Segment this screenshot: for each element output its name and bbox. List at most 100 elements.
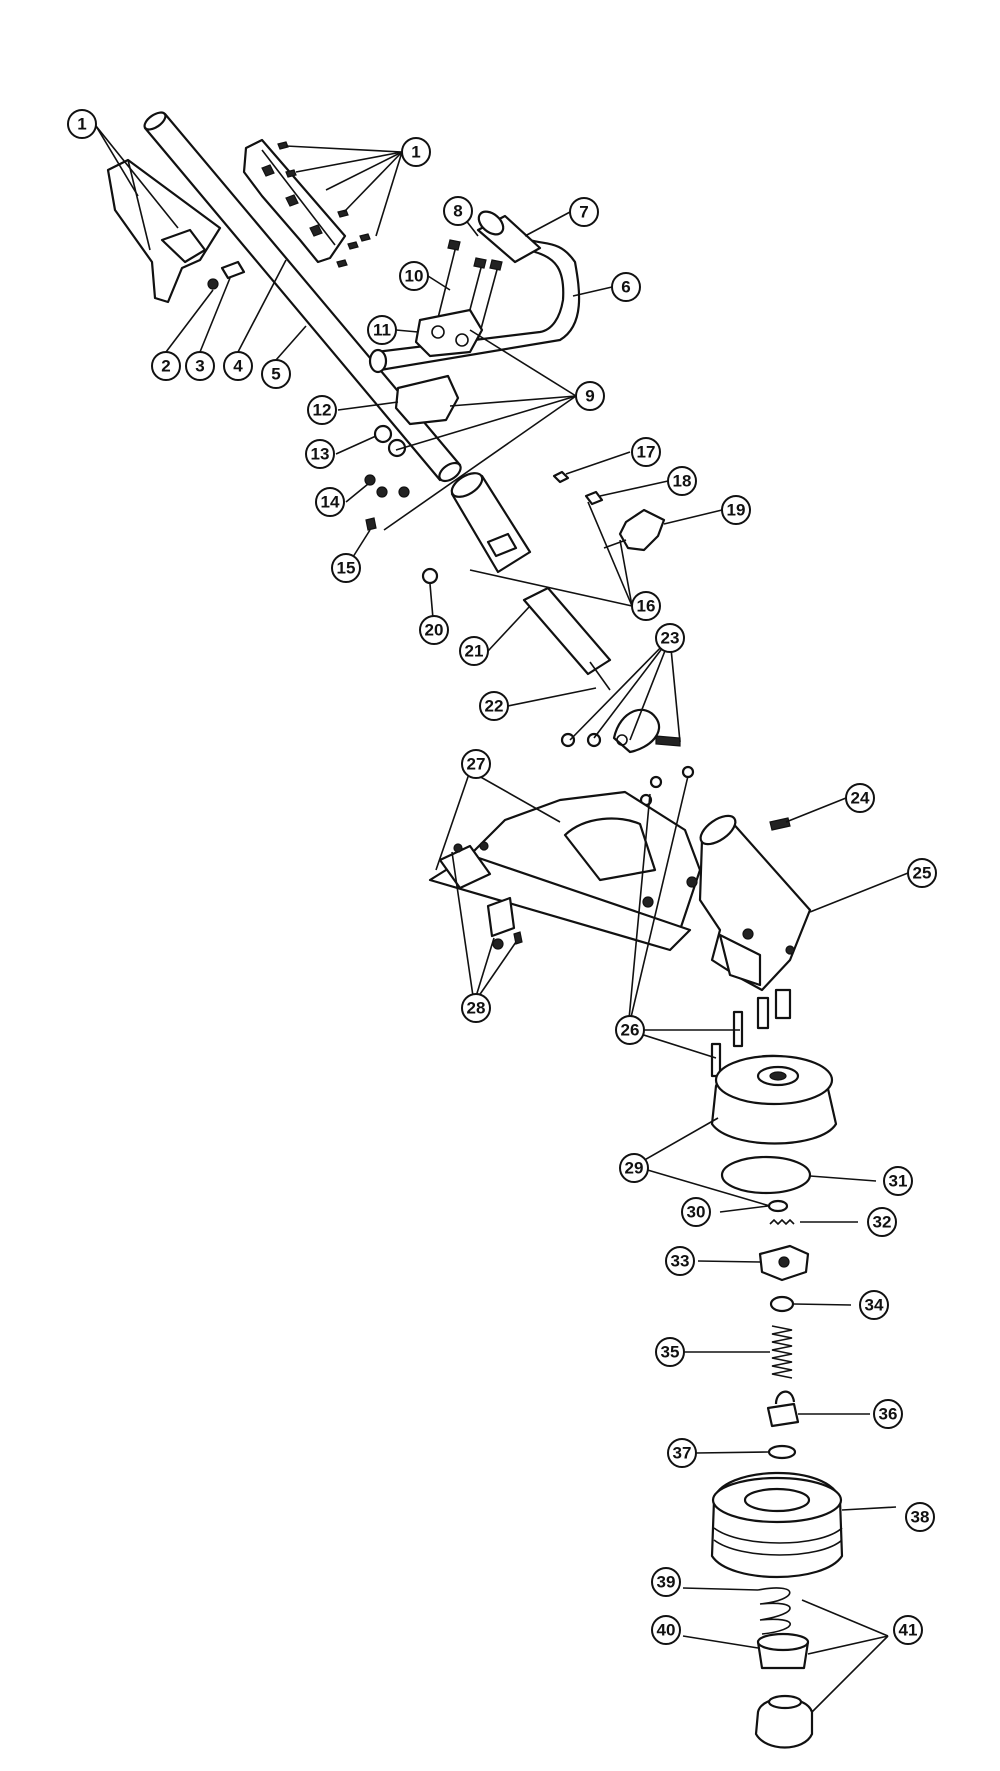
callout-23: 23 [655,623,685,653]
callout-label: 4 [233,357,243,376]
bracket-hardware [560,708,681,754]
nut-17 [552,470,570,484]
ring-37 [767,1444,797,1460]
callout-label: 7 [579,203,588,222]
callout-label: 35 [661,1343,680,1362]
callout-3: 3 [185,351,215,381]
callout-label: 11 [373,321,391,340]
callout-label: 14 [321,493,340,512]
callout-label: 26 [621,1021,640,1040]
callout-16: 16 [631,591,661,621]
callout-label: 25 [913,864,932,883]
callout-1-right: 1 [401,137,431,167]
insert-18 [584,490,604,506]
callout-10: 10 [399,261,429,291]
loop-handle [368,210,581,374]
nut-20 [421,567,439,585]
callout-4: 4 [223,351,253,381]
callout-1-left: 1 [67,109,97,139]
callout-38: 38 [905,1502,935,1532]
callout-label: 9 [585,387,594,406]
callout-35: 35 [655,1337,685,1367]
nut-14a [364,474,376,486]
callout-label: 3 [195,357,204,376]
spool-housing [710,1054,838,1145]
callout-30: 30 [681,1197,711,1227]
callout-label: 24 [851,789,870,808]
callout-33: 33 [665,1246,695,1276]
callout-label: 34 [865,1296,884,1315]
callout-label: 33 [671,1252,690,1271]
callout-label: 20 [425,621,444,640]
callout-label: 31 [889,1172,908,1191]
gear-head [698,814,812,992]
callout-5: 5 [261,359,291,389]
trigger-clip [220,260,246,280]
callout-label: 40 [657,1621,676,1640]
callout-label: 18 [673,472,692,491]
callout-label: 22 [485,697,504,716]
callout-25: 25 [907,858,937,888]
callout-label: 21 [465,642,484,661]
callout-22: 22 [479,691,509,721]
throttle-handle-left [106,158,222,304]
nut-14b [376,486,388,498]
screw-24 [769,817,791,831]
callout-label: 12 [313,401,332,420]
grass-shield [428,790,702,952]
callout-27: 27 [461,749,491,779]
callout-label: 13 [311,445,330,464]
callout-40: 40 [651,1615,681,1645]
callout-8: 8 [443,196,473,226]
callout-label: 1 [77,115,86,134]
callout-6: 6 [611,272,641,302]
callout-label: 28 [467,999,486,1018]
trimmer-spool [710,1471,844,1578]
callout-label: 5 [271,365,280,384]
callout-label: 6 [621,278,630,297]
callout-28: 28 [461,993,491,1023]
knob-19 [618,508,666,552]
callout-41: 41 [893,1615,923,1645]
nut-14c [398,486,410,498]
callout-39: 39 [651,1567,681,1597]
callout-9: 9 [575,381,605,411]
eyelet-36 [766,1402,800,1428]
callout-label: 30 [687,1203,706,1222]
callout-label: 37 [673,1444,692,1463]
callout-label: 23 [661,629,680,648]
callout-label: 16 [637,597,656,616]
callout-label: 38 [911,1508,930,1527]
callout-7: 7 [569,197,599,227]
upper-clamp [414,308,484,358]
washer-34 [769,1295,795,1313]
parts-drawing [106,111,844,1749]
shield-bracket [486,896,516,938]
clip-32 [769,1218,795,1226]
screw-15 [365,517,377,531]
callout-31: 31 [883,1166,913,1196]
callout-20: 20 [419,615,449,645]
callout-label: 27 [467,755,486,774]
spring-35 [771,1325,793,1379]
output-shaft [774,988,792,1020]
leader-lines [95,125,909,1713]
callout-32: 32 [867,1207,897,1237]
coupler-housing [450,472,532,574]
callout-label: 10 [405,267,424,286]
callout-label: 8 [453,202,462,221]
callouts: 1 1 2 3 4 5 6 7 8 9 10 11 12 13 14 15 16… [67,109,937,1645]
callout-29: 29 [619,1153,649,1183]
drive-shaft-sleeve [522,586,612,676]
callout-label: 29 [625,1159,644,1178]
callout-label: 39 [657,1573,676,1592]
spacer-13a [373,424,393,444]
callout-label: 41 [899,1621,918,1640]
handle-screws [277,141,371,268]
callout-label: 15 [337,559,356,578]
callout-label: 2 [161,357,170,376]
screw-2 [207,278,219,290]
washer-30 [767,1199,789,1213]
callout-17: 17 [631,437,661,467]
callout-19: 19 [721,495,751,525]
